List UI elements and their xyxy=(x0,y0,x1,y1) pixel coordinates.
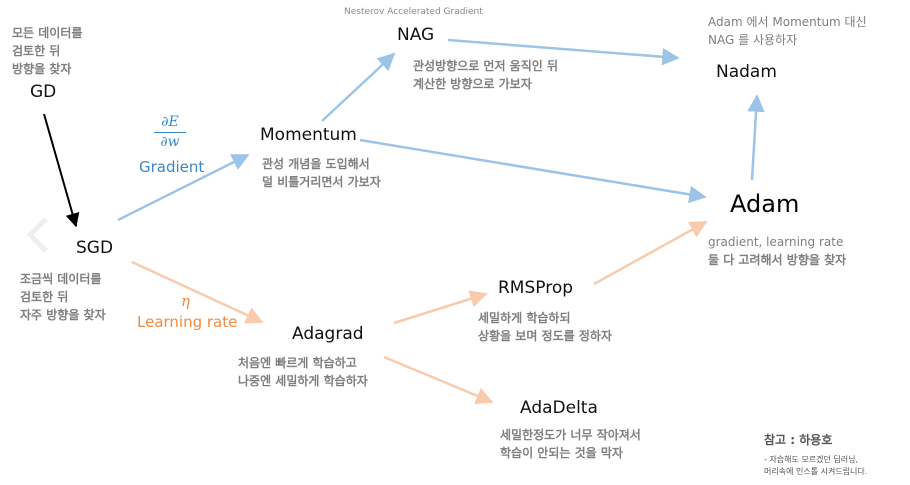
adadelta-node: AdaDelta xyxy=(520,398,598,418)
reference-note: - 자습해도 모르겠던 딥러닝, 머리속에 인스톨 시켜드립니다. xyxy=(764,455,868,476)
adam-description: gradient, learning rate 둘 다 고려해서 방향을 찾자 xyxy=(708,235,847,267)
nadam-node: Nadam xyxy=(716,62,777,82)
learning-rate-label: Learning rate xyxy=(137,313,238,331)
chevron-left-icon xyxy=(26,217,48,253)
arrow-sgd-to-adagrad xyxy=(131,260,264,324)
rmsprop-description: 세밀하게 학습하되 상황을 보며 정도를 정하자 xyxy=(478,311,612,343)
reference-title: 참고 : 하용호 xyxy=(764,433,833,447)
sgd-node: SGD xyxy=(76,238,114,258)
gradient-fraction: ∂E ∂w xyxy=(150,114,190,151)
arrow-momentum-to-nag xyxy=(321,52,396,122)
momentum-description: 관성 개념을 도입해서 덜 비틀거리면서 가보자 xyxy=(262,157,381,189)
arrow-sgd-to-momentum xyxy=(117,153,250,222)
adagrad-description: 처음엔 빠르게 학습하고 나중엔 세밀하게 학습하자 xyxy=(238,356,368,388)
arrow-adagrad-to-rmsprop xyxy=(393,290,488,325)
eta-symbol: η xyxy=(181,292,190,310)
adadelta-description: 세밀한정도가 너무 작아져서 학습이 안되는 것을 막자 xyxy=(500,428,641,460)
gradient-label: Gradient xyxy=(139,158,205,176)
nag-caption: Nesterov Accelerated Gradient xyxy=(344,7,483,17)
momentum-node: Momentum xyxy=(260,125,357,145)
rmsprop-node: RMSProp xyxy=(498,278,574,298)
adam-node: Adam xyxy=(730,190,800,218)
gd-description: 모든 데이터를 검토한 뒤 방향을 찾자 xyxy=(12,26,83,76)
nag-node: NAG xyxy=(397,25,435,45)
adagrad-node: Adagrad xyxy=(292,324,364,344)
gd-node: GD xyxy=(30,82,57,102)
arrow-momentum-to-adam xyxy=(359,138,707,204)
arrow-adam-to-nadam xyxy=(747,94,765,181)
nag-description: 관성방향으로 먼저 움직인 뒤 계산한 방향으로 가보자 xyxy=(413,59,559,91)
arrow-nag-to-nadam xyxy=(447,38,680,66)
sgd-description: 조금씩 데이터를 검토한 뒤 자주 방향을 찾자 xyxy=(20,272,106,322)
arrow-gd-to-sgd xyxy=(43,113,80,228)
nadam-description: Adam 에서 Momentum 대신 NAG 를 사용하자 xyxy=(708,15,867,47)
arrow-rmsprop-to-adam xyxy=(593,220,708,286)
arrow-adagrad-to-adadelta xyxy=(383,355,494,405)
